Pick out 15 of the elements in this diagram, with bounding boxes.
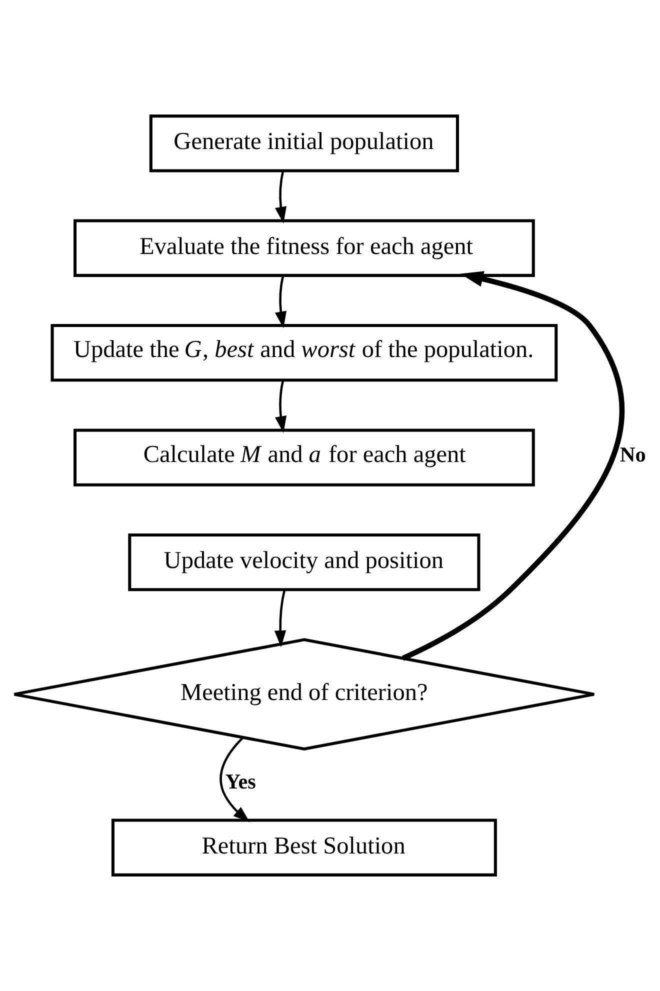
node-box: Return Best Solution — [111, 818, 497, 876]
arrow — [274, 590, 286, 648]
arrow — [402, 271, 624, 661]
arrow — [275, 380, 287, 433]
node-box: Update the G, best and worst of the population. — [50, 324, 558, 382]
edge-label: No — [620, 442, 646, 467]
node-box: Update velocity and position — [128, 533, 480, 592]
arrow — [220, 736, 250, 822]
arrow — [275, 276, 287, 328]
edge-label: Yes — [225, 770, 256, 794]
arrow — [275, 170, 287, 224]
node-box: Calculate M and a for each agent — [74, 428, 535, 486]
node-box: Evaluate the fitness for each agent — [74, 219, 535, 277]
node-diamond: Meeting end of criterion? — [12, 638, 596, 750]
node-box: Generate initial population — [149, 114, 459, 172]
